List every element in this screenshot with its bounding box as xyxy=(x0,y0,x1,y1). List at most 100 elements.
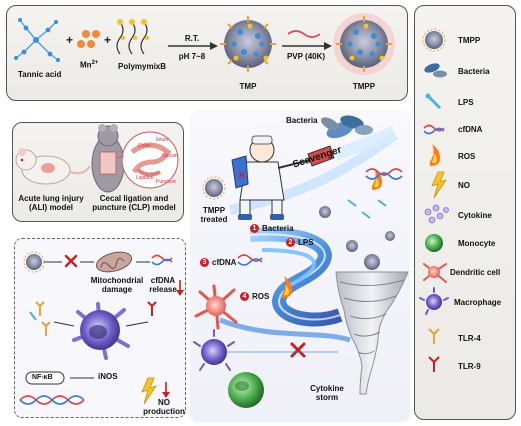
label-mito-damage: Mitochondrial damage xyxy=(90,276,144,295)
label-organ-puncture: Puncture xyxy=(156,179,177,185)
label-nfkb: NF-κB xyxy=(32,374,53,381)
cfdna-strand-icon xyxy=(365,168,403,180)
dna-helix-icon xyxy=(19,395,85,405)
step-1-badge: 1 xyxy=(250,224,259,233)
mn-superscript: 2+ xyxy=(91,60,99,66)
step-3-badge: 3 xyxy=(200,258,209,267)
label-organ-ileum: Ileum xyxy=(156,137,169,143)
lps-panel-icon xyxy=(29,311,37,321)
label-tannic-acid: Tannic acid xyxy=(18,70,62,79)
inset-pointer xyxy=(117,155,125,159)
macrophage-icon xyxy=(193,329,235,371)
legend-cytokine-icon xyxy=(424,204,449,224)
wave-stream xyxy=(219,130,398,343)
step-4-label: ROS xyxy=(252,292,270,301)
mouse-ali-icon xyxy=(15,148,91,185)
dendritic-cell-icon xyxy=(194,284,238,330)
step-3-label: cfDNA xyxy=(212,258,237,267)
shield-icon xyxy=(231,155,249,189)
tlr9-receptor-icon xyxy=(147,301,157,316)
tmpp-in-cell-icon xyxy=(23,251,45,273)
label-polymyxin: PolymymixB xyxy=(118,62,167,71)
macrophage-panel-icon xyxy=(72,302,130,360)
label-cfdna-release: cfDNA release xyxy=(149,276,177,295)
svg-text:✕: ✕ xyxy=(238,170,246,180)
step-2-badge: 2 xyxy=(286,238,295,247)
label-ph: pH 7~8 xyxy=(178,52,206,61)
legend-label-ros: ROS xyxy=(458,152,476,161)
label-mn: Mn2+ xyxy=(80,60,98,70)
step-4-badge: 4 xyxy=(240,292,249,301)
legend-dendritic-icon xyxy=(423,263,447,283)
scavenger-figure-icon: ✕ xyxy=(231,135,335,220)
label-tmpp: TMPP xyxy=(352,82,376,91)
nfkb-pill xyxy=(25,371,65,385)
label-cytokine-storm: Cytokine storm xyxy=(310,384,344,403)
tannic-acid-icon xyxy=(14,18,60,62)
legend-label-cfdna: cfDNA xyxy=(458,125,483,134)
cfdna-strand-icon-2 xyxy=(237,254,263,266)
pvp-chain-icon xyxy=(287,30,321,38)
no-bolt-icon xyxy=(141,377,157,405)
block-x-icon xyxy=(290,342,306,358)
legend-no-icon xyxy=(431,171,447,199)
legend-label-lps: LPS xyxy=(458,98,474,107)
mitochondria-icon xyxy=(95,251,133,273)
down-arrow-red xyxy=(176,280,184,296)
monocyte-icon xyxy=(228,372,264,408)
inhibit-x-icon xyxy=(64,254,78,268)
arrowhead-2 xyxy=(324,42,332,50)
cfdna-release-icon xyxy=(151,254,173,266)
intestine-inset-icon xyxy=(121,131,179,189)
ros-flame-icon xyxy=(372,168,382,190)
arrow-receptor-left xyxy=(53,321,75,327)
mn-ion-icon xyxy=(77,30,100,48)
plus-sign-2: + xyxy=(104,33,111,47)
legend-bacteria-icon xyxy=(424,63,447,78)
tmpp-small-particles xyxy=(202,176,395,270)
polymyxin-icon xyxy=(116,19,150,55)
label-tmpp-treated: TMPP treated xyxy=(200,206,228,225)
lps-icon-group xyxy=(347,199,387,219)
legend-tlr9-icon xyxy=(428,356,440,372)
legend-monocyte-icon xyxy=(425,234,443,252)
bacteria-cluster-icon xyxy=(320,115,373,139)
legend-macrophage-icon xyxy=(419,287,449,315)
legend-label-macrophage: Macrophage xyxy=(454,298,502,307)
label-inos: iNOS xyxy=(98,372,118,381)
legend-label-cytokine: Cytokine xyxy=(458,211,492,220)
legend-label-monocyte: Monocyte xyxy=(458,239,496,248)
cytokine-storm-tornado-icon xyxy=(335,271,409,395)
legend-label-no: NO xyxy=(458,181,470,190)
step-2-label: LPS xyxy=(298,238,314,247)
legend-label-tlr4: TLR-4 xyxy=(458,334,481,343)
legend-tlr4-icon xyxy=(428,328,440,344)
step-1-label: Bacteria xyxy=(262,224,294,233)
legend-label-bacteria: Bacteria xyxy=(458,67,490,76)
label-bacteria-top: Bacteria xyxy=(286,116,318,125)
mn-text: Mn xyxy=(80,60,92,70)
legend-ros-icon xyxy=(430,144,440,166)
label-ali-model: Acute lung injury (ALI) model xyxy=(18,194,84,213)
label-tmp: TMP xyxy=(239,82,257,91)
legend-tmpp-icon xyxy=(422,28,446,52)
legend-label-tmpp: TMPP xyxy=(458,36,481,45)
mouse-clp-icon xyxy=(91,124,125,193)
legend-label-tlr9: TLR-9 xyxy=(458,362,481,371)
label-pvp: PVP (40K) xyxy=(286,52,326,61)
label-clp-model: Cecal ligation and puncture (CLP) model xyxy=(92,194,176,213)
arrow-receptor-right xyxy=(125,321,149,327)
legend-lps-icon xyxy=(425,93,442,110)
tlr4-receptor-icon xyxy=(35,301,51,336)
tmpp-particle-icon xyxy=(333,13,395,75)
tmp-particle-icon xyxy=(220,16,276,72)
label-no-production: NO production xyxy=(143,398,185,417)
legend-label-dendritic: Dendritic cell xyxy=(450,268,501,277)
label-organ-ligation: Ligation xyxy=(136,175,154,181)
no-down-arrow xyxy=(162,382,170,398)
label-organ-colon: Colon xyxy=(138,143,152,149)
vacuum-icon xyxy=(307,145,335,167)
label-organ-cecum: Cecum xyxy=(162,153,178,159)
label-rt: R.T. xyxy=(184,34,200,43)
